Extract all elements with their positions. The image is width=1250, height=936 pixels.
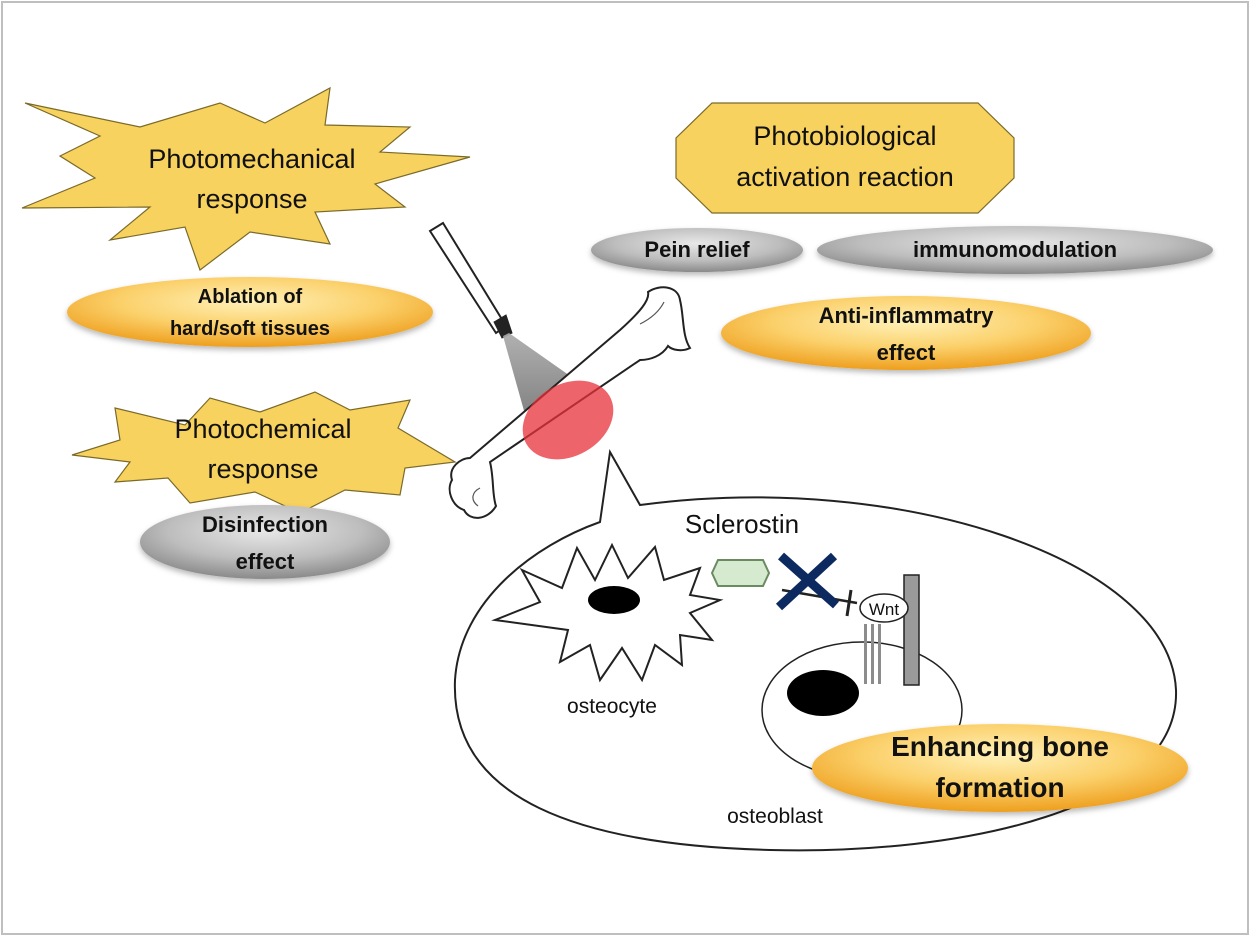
disinfection-ellipse <box>140 505 390 579</box>
anti-inflammatory-label-2: effect <box>877 340 936 365</box>
sclerostin-label: Sclerostin <box>685 509 799 539</box>
enhancing-label-2: formation <box>935 772 1064 803</box>
photomechanical-label-2: response <box>196 184 307 214</box>
bone-contour-line <box>472 301 665 507</box>
irradiation-spot <box>522 380 614 460</box>
enhancing-bone-formation-ellipse <box>812 724 1188 812</box>
laser-beam <box>503 333 583 425</box>
pain-relief-ellipse <box>591 228 803 272</box>
block-x-icon <box>775 552 839 611</box>
osteocyte-label: osteocyte <box>567 695 657 718</box>
photobiological-octagon <box>675 102 1015 214</box>
photochemical-label-1: Photochemical <box>174 414 351 444</box>
ablation-label-1: Ablation of <box>198 286 303 308</box>
wnt-label: Wnt <box>869 600 900 619</box>
enhancing-label-1: Enhancing bone <box>891 731 1109 762</box>
pain-relief-label: Pein relief <box>644 237 750 262</box>
immunomodulation-ellipse <box>817 226 1213 274</box>
receptor-lines-icon <box>864 624 881 684</box>
immunomodulation-label: immunomodulation <box>913 237 1117 262</box>
photobiological-label-1: Photobiological <box>753 121 936 151</box>
osteocyte-nucleus <box>588 586 640 614</box>
laser-handpiece-icon <box>428 221 513 339</box>
photobiological-label-2: activation reaction <box>736 162 954 192</box>
photomechanical-label-1: Photomechanical <box>148 144 355 174</box>
sclerostin-protein <box>710 559 771 587</box>
inhibition-bar <box>845 589 853 617</box>
ablation-ellipse <box>67 277 433 347</box>
photochemical-label-2: response <box>207 454 318 484</box>
osteoblast-nucleus <box>787 670 859 716</box>
disinfection-label-1: Disinfection <box>202 512 328 537</box>
photomechanical-burst <box>21 86 471 271</box>
anti-inflammatory-ellipse <box>721 296 1091 370</box>
ablation-label-2: hard/soft tissues <box>170 318 330 340</box>
wnt-molecule <box>859 593 909 623</box>
osteoblast-label: osteoblast <box>727 805 823 828</box>
photochemical-burst <box>71 391 457 514</box>
disinfection-label-2: effect <box>236 549 295 574</box>
lrp-receptor-bar <box>903 574 920 686</box>
anti-inflammatory-label-1: Anti-inflammatry <box>819 303 995 328</box>
